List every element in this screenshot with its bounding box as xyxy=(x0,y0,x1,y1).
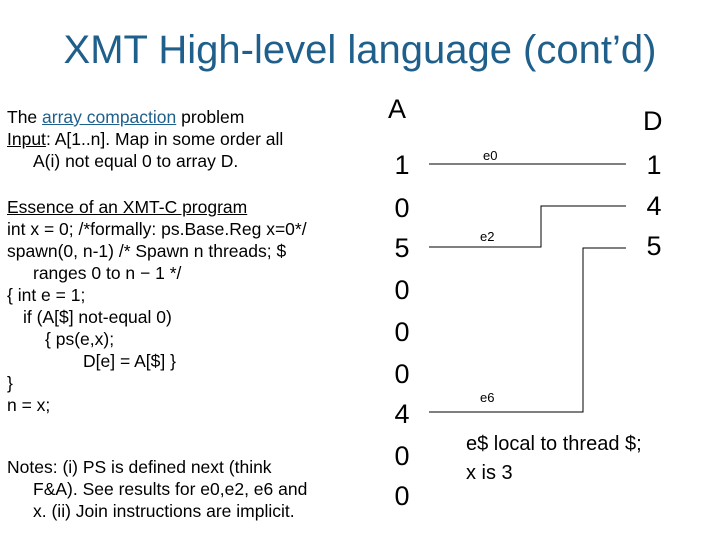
notes-line: x. (ii) Join instructions are implicit. xyxy=(33,501,295,521)
code-line: { int e = 1; xyxy=(7,285,86,305)
label-e0: e0 xyxy=(483,148,498,163)
notes: Notes: (i) PS is defined next (think F&A… xyxy=(7,456,307,522)
array-a-cell: 0 xyxy=(394,481,410,511)
code-line: } xyxy=(7,373,13,393)
notes-line: F&A). See results for e0,e2, e6 and xyxy=(33,479,308,499)
array-a-cell: 0 xyxy=(394,193,410,223)
input-continuation: A(i) not equal 0 to array D. xyxy=(33,151,239,171)
array-a-cell: 1 xyxy=(394,150,410,180)
problem-line: The array compaction problem xyxy=(7,106,283,128)
label-e6: e6 xyxy=(480,390,495,405)
problem-statement: The array compaction problem Input: A[1.… xyxy=(7,106,283,172)
code-line: ranges 0 to n − 1 */ xyxy=(33,263,182,283)
array-d-cell: 4 xyxy=(646,191,662,221)
array-a-cell: 4 xyxy=(394,399,410,429)
array-a-cell: 0 xyxy=(394,441,410,471)
text: problem xyxy=(176,107,245,127)
array-d-cell: 1 xyxy=(646,150,662,180)
code-line: if (A[$] not-equal 0) xyxy=(23,307,172,327)
code-line: D[e] = A[$] } xyxy=(83,351,176,371)
code-line: int x = 0; /*formally: ps.Base.Reg x=0*/ xyxy=(7,219,307,239)
connector-e2 xyxy=(429,205,626,248)
notes-line: Notes: (i) PS is defined next (think xyxy=(7,457,272,477)
thread-note: e$ local to thread $; x is 3 xyxy=(466,430,642,488)
array-d-label: D xyxy=(643,106,663,136)
connector-e6 xyxy=(429,247,626,413)
input-line: Input: A[1..n]. Map in some order all xyxy=(7,128,283,150)
array-a-cell: 0 xyxy=(394,359,410,389)
input-label: Input xyxy=(7,129,46,149)
code-block: Essence of an XMT-C program int x = 0; /… xyxy=(7,196,307,416)
array-a-cell: 0 xyxy=(394,275,410,305)
code-line: spawn(0, n-1) /* Spawn n threads; $ xyxy=(7,241,287,261)
page-title: XMT High-level language (cont’d) xyxy=(63,28,657,72)
code-line: n = x; xyxy=(7,395,51,415)
array-a-cell: 0 xyxy=(394,317,410,347)
note-line: e$ local to thread $; xyxy=(466,433,642,455)
array-d-cell: 5 xyxy=(646,231,662,261)
essence-heading: Essence of an XMT-C program xyxy=(7,197,248,217)
array-a-cell: 5 xyxy=(394,233,410,263)
array-compaction-link[interactable]: array compaction xyxy=(42,107,177,127)
text: : A[1..n]. Map in some order all xyxy=(45,129,284,149)
code-line: { ps(e,x); xyxy=(45,329,115,349)
label-e2: e2 xyxy=(480,229,495,244)
note-line: x is 3 xyxy=(466,462,513,484)
array-a-label: A xyxy=(388,94,407,124)
text: The xyxy=(7,107,43,127)
